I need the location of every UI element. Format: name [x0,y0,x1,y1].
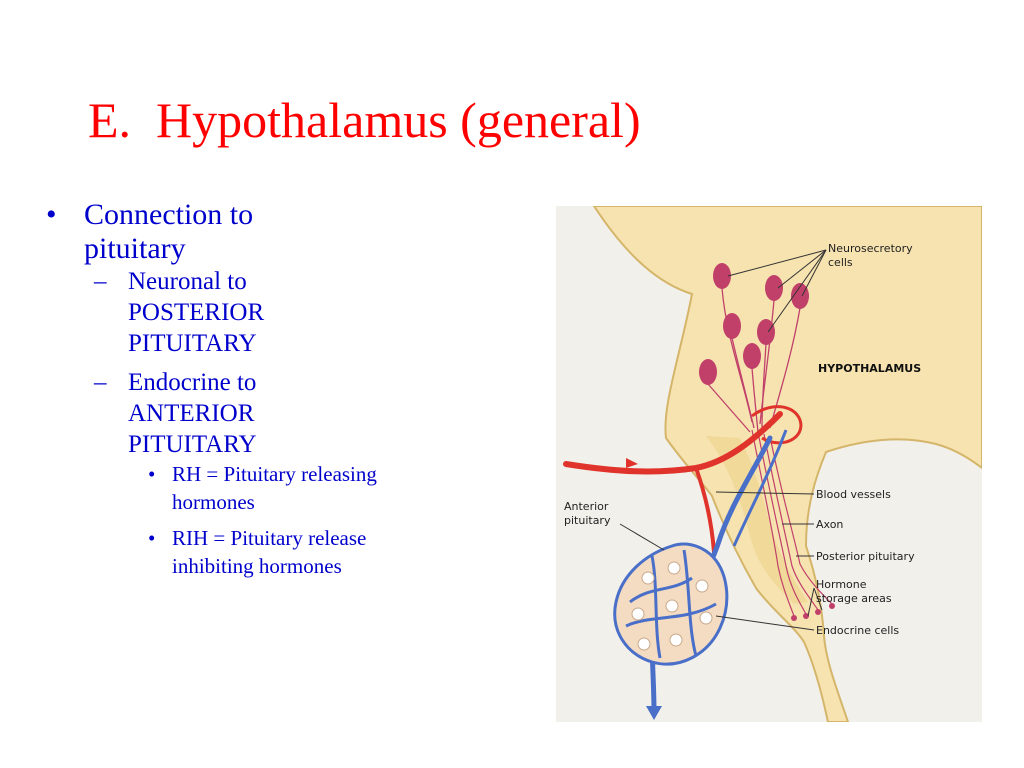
sub-sub-bullet-rih: RIH = Pituitary release inhibiting hormo… [128,524,474,580]
label-neurosecretory-cells: cells [828,256,853,269]
artery-arrowhead [626,458,638,468]
sub-bullet-text-line: PITUITARY [128,330,257,357]
vein-arrowhead [646,706,662,720]
sub-sub-bullet-text-line: RH = Pituitary releasing [172,462,377,486]
figure-labels: Neurosecretory cells HYPOTHALAMUS Blood … [564,242,921,637]
sub-bullet-neuronal: Neuronal to POSTERIOR PITUITARY [84,266,474,359]
anatomy-illustration: Neurosecretory cells HYPOTHALAMUS Blood … [556,206,982,722]
label-hormone-storage-areas: storage areas [816,592,892,605]
label-neurosecretory-cells: Neurosecretory [828,242,913,255]
label-anterior-pituitary: pituitary [564,514,611,527]
bullet-outline: Connection to pituitary Neuronal to POST… [44,198,474,588]
hormone-storage-areas [791,603,835,621]
label-posterior-pituitary: Posterior pituitary [816,550,915,563]
sub-bullet-text-line: ANTERIOR [128,400,255,427]
neurosecretory-cell [743,343,761,433]
bullet-connection-to-pituitary: Connection to pituitary Neuronal to POST… [44,198,474,580]
label-hypothalamus: HYPOTHALAMUS [818,362,921,375]
label-blood-vessels: Blood vessels [816,488,891,501]
sub-bullet-text-line: Neuronal to [128,268,247,295]
sub-sub-bullet-list: RH = Pituitary releasing hormones RIH = … [128,460,474,580]
bullet-text-line: pituitary [84,232,186,265]
sub-sub-bullet-text-line: inhibiting hormones [172,554,342,578]
sub-bullet-text-line: Endocrine to [128,369,257,396]
neurosecretory-cell [769,283,809,429]
sub-sub-bullet-text-line: RIH = Pituitary release [172,526,367,550]
bullet-text-line: Connection to [84,198,254,231]
callout-leader-lines [619,249,827,631]
sub-bullet-list: Neuronal to POSTERIOR PITUITARY Endocrin… [84,266,474,580]
label-hormone-storage-areas: Hormone [816,578,867,591]
neurosecretory-cell [757,319,775,429]
sub-sub-bullet-rh: RH = Pituitary releasing hormones [128,460,474,516]
vein [732,429,788,547]
axon-bundle [751,429,833,617]
sub-bullet-text-line: POSTERIOR [128,299,265,326]
neurosecretory-cell [699,359,751,433]
label-endocrine-cells: Endocrine cells [816,624,899,637]
sub-sub-bullet-text-line: hormones [172,490,255,514]
neurosecretory-cell [723,313,755,429]
stalk-band [706,436,808,604]
sub-bullet-endocrine: Endocrine to ANTERIOR PITUITARY RH = Pit… [84,367,474,580]
hypothalamus-pituitary-figure: Neurosecretory cells HYPOTHALAMUS Blood … [556,206,982,722]
label-axon: Axon [816,518,843,531]
label-anterior-pituitary: Anterior [564,500,609,513]
tissue-silhouette [592,206,982,722]
artery [694,466,716,554]
bullet-list: Connection to pituitary Neuronal to POST… [44,198,474,580]
slide-title: E. Hypothalamus (general) [88,92,641,148]
anterior-pituitary-lobe [613,542,729,666]
capillary-loop [751,405,803,445]
sub-bullet-text-line: PITUITARY [128,431,257,458]
